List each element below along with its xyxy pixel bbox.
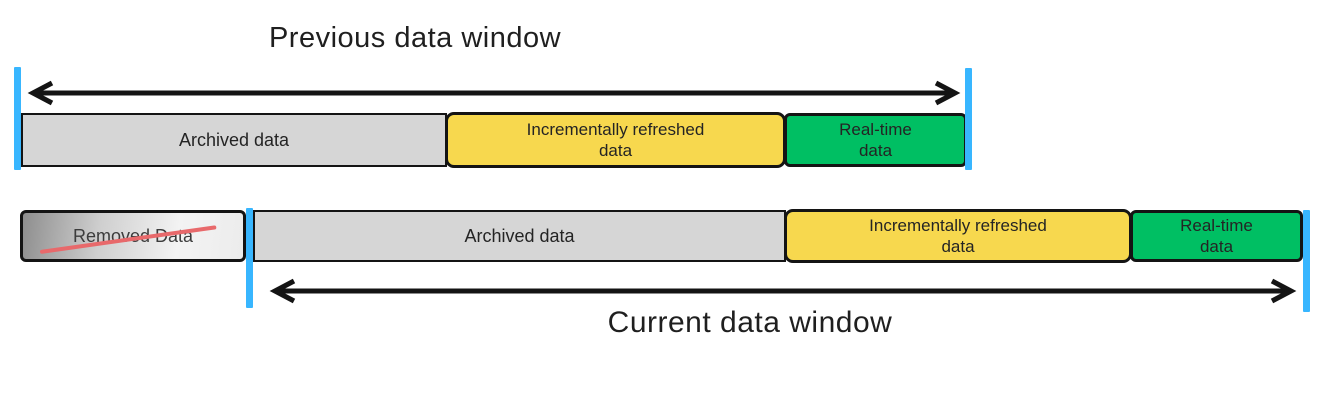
current-real-time-segment: Real-time data xyxy=(1130,210,1303,262)
previous-archived-data-segment: Archived data xyxy=(21,113,447,167)
previous-window-right-boundary-marker xyxy=(965,68,972,170)
previous-window-span-arrow xyxy=(27,80,961,106)
previous-real-time-segment: Real-time data xyxy=(784,113,967,167)
current-window-title: Current data window xyxy=(607,306,893,339)
current-incrementally-refreshed-segment: Incrementally refreshed data xyxy=(784,209,1132,263)
previous-window-left-boundary-marker xyxy=(14,67,21,170)
current-window-right-boundary-marker xyxy=(1303,210,1310,312)
current-window-span-arrow xyxy=(269,278,1297,304)
previous-incrementally-refreshed-segment: Incrementally refreshed data xyxy=(445,112,786,168)
previous-window-title: Previous data window xyxy=(268,22,562,54)
current-archived-data-segment: Archived data xyxy=(253,210,786,262)
current-window-left-boundary-marker xyxy=(246,208,253,308)
